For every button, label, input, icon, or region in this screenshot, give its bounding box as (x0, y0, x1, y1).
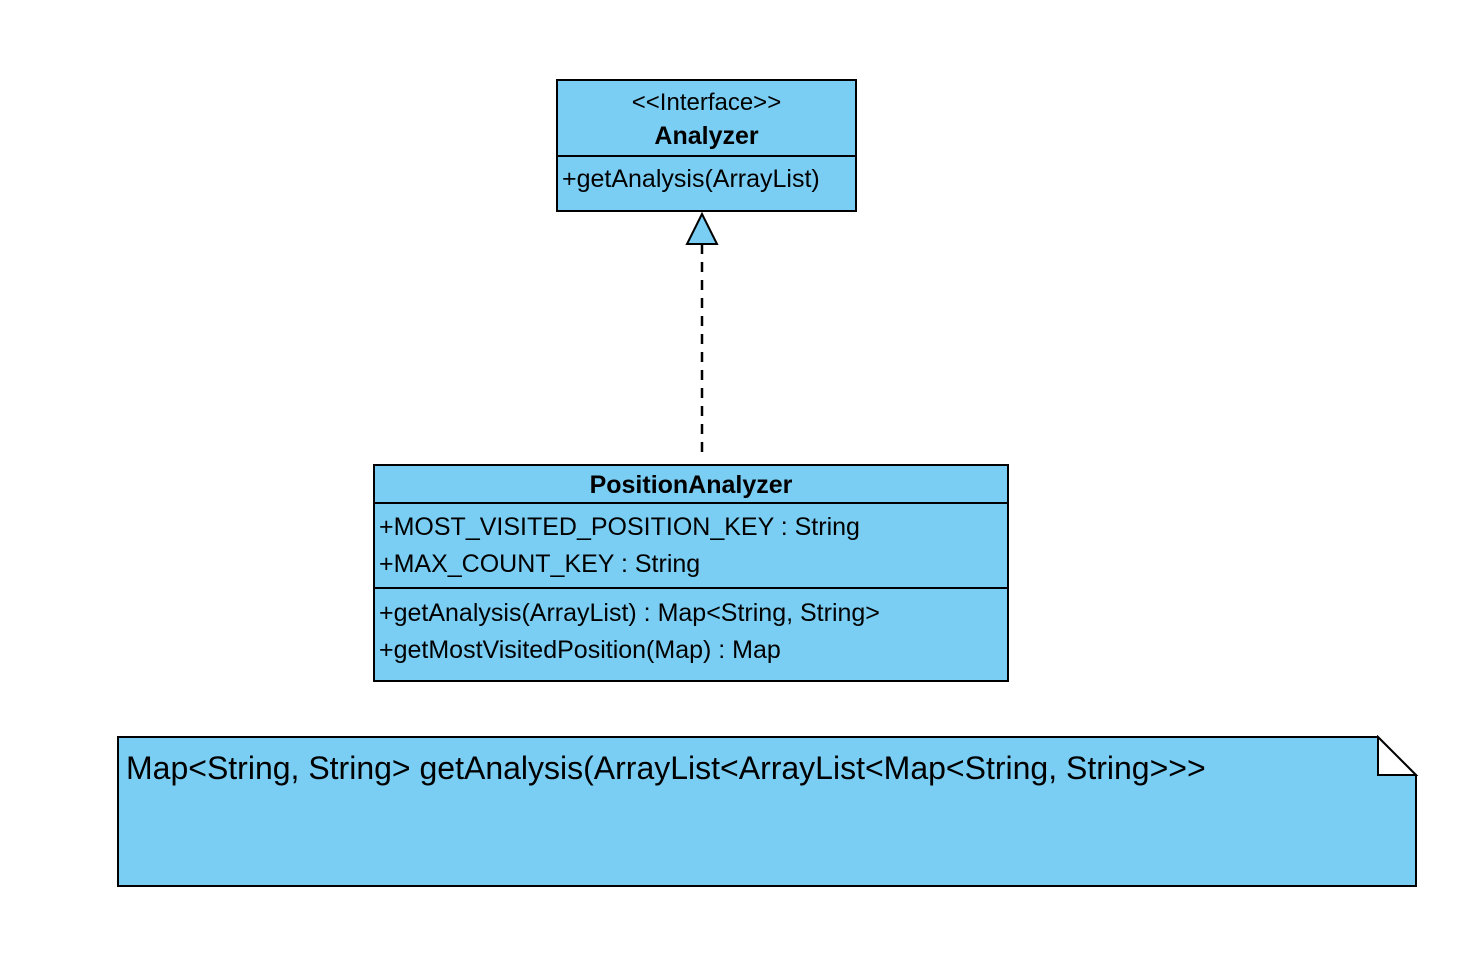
realization-triangle-head (685, 211, 719, 245)
analyzer-name: Analyzer (654, 122, 759, 150)
position-analyzer-methods: +getAnalysis(ArrayList) : Map<String, St… (375, 589, 1007, 669)
position-analyzer-name: PositionAnalyzer (589, 471, 793, 499)
analyzer-stereotype: <<Interface>> (631, 89, 782, 116)
analyzer-header: <<Interface>> Analyzer (558, 81, 855, 157)
position-analyzer-method: +getMostVisitedPosition(Map) : Map (379, 636, 781, 664)
note-fold-corner (1377, 735, 1419, 776)
analyzer-interface-box[interactable]: <<Interface>> Analyzer +getAnalysis(Arra… (556, 79, 857, 212)
analyzer-method: +getAnalysis(ArrayList) (562, 165, 820, 193)
note-shape[interactable] (116, 735, 1419, 888)
analyzer-methods: +getAnalysis(ArrayList) (558, 157, 855, 198)
position-analyzer-attribute: +MOST_VISITED_POSITION_KEY : String (379, 513, 860, 541)
position-analyzer-header: PositionAnalyzer (375, 466, 1007, 504)
position-analyzer-attributes: +MOST_VISITED_POSITION_KEY : String +MAX… (375, 504, 1007, 589)
note-text: Map<String, String> getAnalysis(ArrayLis… (126, 750, 1206, 786)
note-body (117, 736, 1417, 887)
position-analyzer-attribute: +MAX_COUNT_KEY : String (379, 550, 701, 578)
position-analyzer-class-box[interactable]: PositionAnalyzer +MOST_VISITED_POSITION_… (373, 464, 1009, 682)
position-analyzer-method: +getAnalysis(ArrayList) : Map<String, St… (379, 599, 880, 627)
